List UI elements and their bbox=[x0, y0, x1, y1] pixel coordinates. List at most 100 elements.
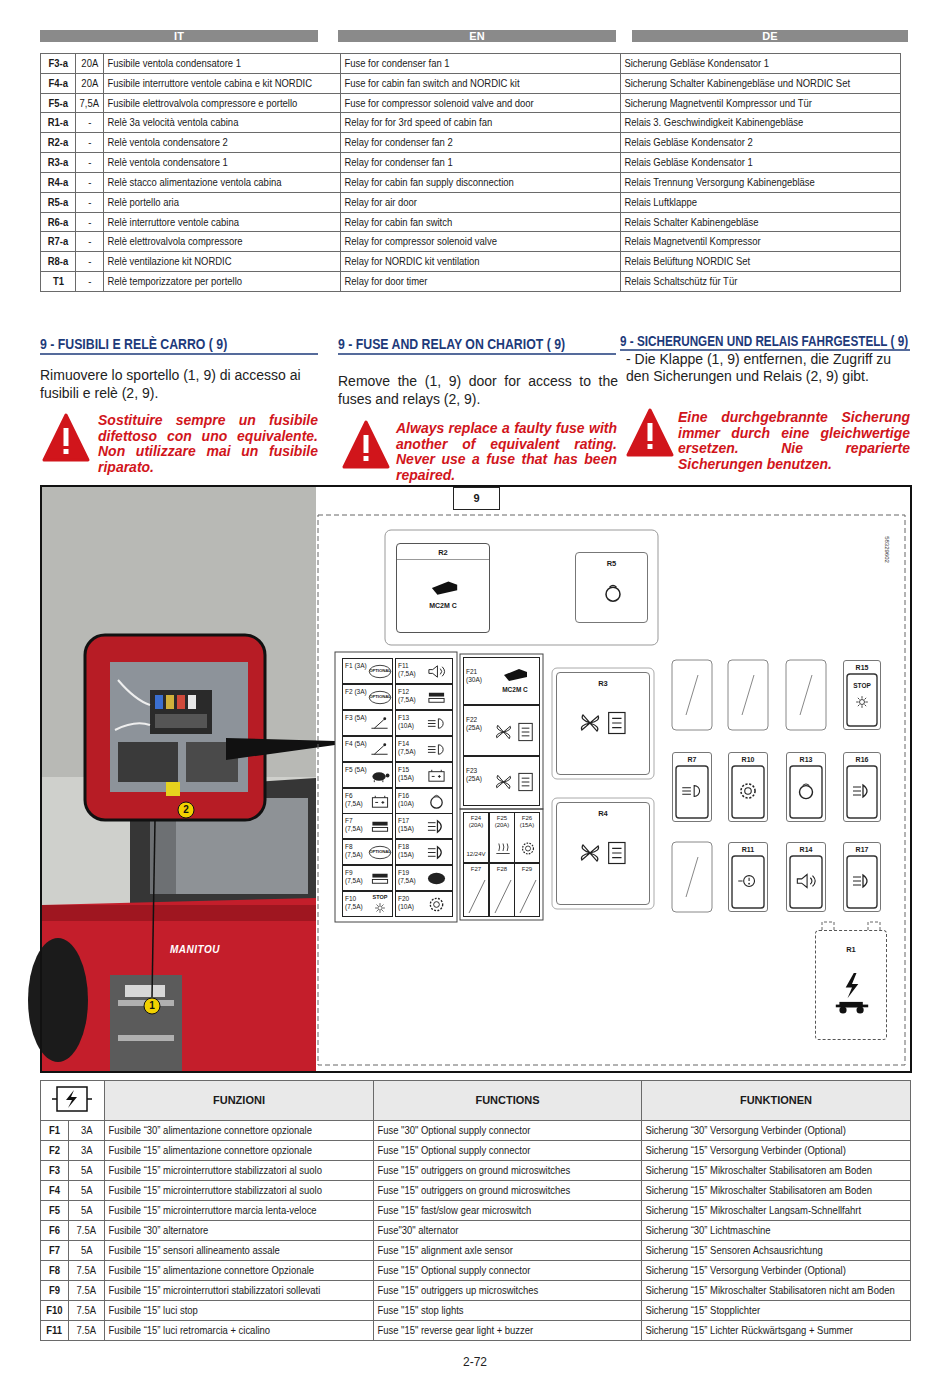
table-cell: T1 bbox=[40, 271, 76, 292]
table-cell: F10 bbox=[40, 1300, 69, 1321]
table-cell: Relais 3. Geschwindigkeit Kabinengebläse bbox=[620, 112, 901, 133]
relay-label: R11 bbox=[729, 845, 767, 854]
table-text: Relè portello aria bbox=[104, 193, 179, 212]
relay-slot: R5 bbox=[575, 552, 648, 623]
table-text: Relay for NORDIC kit ventilation bbox=[341, 252, 480, 271]
table-text: Sicherung “15” Versorgung Verbinder (Opt… bbox=[642, 1261, 846, 1280]
table-cell: Relay for for 3rd speed of cabin fan bbox=[340, 112, 621, 133]
relay-label: R17 bbox=[844, 845, 880, 854]
symbol-icon bbox=[793, 779, 819, 803]
table-cell: Relay for cabin fan switch bbox=[340, 212, 621, 232]
fuse-label: F15 (15A) bbox=[398, 766, 421, 781]
optional-mark: OPTIONAL bbox=[368, 659, 392, 682]
table-text: Relais Schaltschütz für Tür bbox=[621, 272, 737, 291]
table-text: Relè ventola condensatore 2 bbox=[104, 133, 228, 152]
table-cell: 7.5A bbox=[68, 1260, 105, 1281]
fuse-label: F11 (7,5A) bbox=[398, 662, 421, 677]
voltage-mark: 12/24V bbox=[464, 851, 488, 858]
stop-mark: STOP bbox=[368, 894, 392, 900]
relay-label: R4 bbox=[557, 809, 649, 818]
table-text: F7 bbox=[49, 1241, 60, 1260]
table-text: Fuse "15" outriggers on ground microswit… bbox=[374, 1161, 570, 1180]
relay-slot: R10 bbox=[728, 752, 768, 822]
table-cell: Fuse "15" outriggers on ground microswit… bbox=[373, 1180, 642, 1201]
optional-mark: OPTIONAL bbox=[368, 840, 392, 863]
relay-label: R1 bbox=[816, 945, 886, 954]
relay-frame bbox=[789, 855, 823, 909]
table-cell: F3 bbox=[40, 1160, 69, 1181]
fuse-slot: F29 bbox=[514, 863, 540, 917]
fuse-label: F17 (15A) bbox=[398, 817, 421, 832]
column-header: EN bbox=[338, 29, 616, 43]
table-text: R8-a bbox=[48, 252, 69, 271]
table-text: F4-a bbox=[48, 74, 67, 93]
table-text: R4-a bbox=[48, 173, 69, 192]
table-text: F5 bbox=[49, 1201, 60, 1220]
table-text: F5-a bbox=[48, 94, 67, 112]
symbol-icon bbox=[735, 869, 761, 893]
fuse-slot: F24 (20A)12/24V bbox=[463, 812, 489, 863]
table-text: Relay for cabin fan switch bbox=[341, 213, 452, 231]
relay-label: R2 bbox=[397, 548, 489, 557]
table-cell: Fuse "15" outriggers on ground microswit… bbox=[373, 1160, 642, 1181]
table-text: - bbox=[88, 193, 91, 212]
table-header-cell: FUNKTIONEN bbox=[641, 1080, 911, 1121]
relay-slot: R3 bbox=[556, 672, 650, 775]
symbol-icon bbox=[368, 817, 392, 836]
leader-lines bbox=[144, 738, 335, 1014]
table-cell: R5-a bbox=[40, 192, 76, 213]
symbol-icon bbox=[368, 792, 392, 811]
table-text: Fusibile interruttore ventole cabina e k… bbox=[104, 74, 312, 93]
relay-frame bbox=[846, 855, 878, 909]
table-text: 7.5A bbox=[77, 1281, 96, 1300]
table-header-text: FUNKTIONEN bbox=[740, 1094, 812, 1106]
fuse-slot: F18 (15A) bbox=[395, 839, 453, 865]
relay-frame bbox=[846, 765, 878, 819]
relay-frame bbox=[846, 673, 878, 727]
table-cell: Relè ventilazione kit NORDIC bbox=[103, 251, 341, 272]
table-cell: Sicherung Schalter Kabinengebläse und NO… bbox=[620, 73, 901, 94]
table-cell: 20A bbox=[75, 73, 104, 94]
table-cell: F1 bbox=[40, 1120, 69, 1141]
section-heading: 9 - FUSE AND RELAY ON CHARIOT ( 9) bbox=[338, 335, 565, 353]
symbol-icon bbox=[368, 740, 392, 759]
symbol-icon bbox=[421, 766, 452, 785]
table-cell: Fuse for compressor solenoid valve and d… bbox=[340, 93, 621, 113]
table-cell: F5-a bbox=[40, 93, 76, 113]
symbol-icon bbox=[852, 692, 872, 712]
table-text: - bbox=[88, 173, 91, 192]
fusebox-outlines bbox=[318, 515, 905, 1065]
table-cell: R4-a bbox=[40, 172, 76, 193]
table-cell: Relè ventola condensatore 2 bbox=[103, 132, 341, 153]
table-cell: 7.5A bbox=[68, 1300, 105, 1321]
table-text: Relay for air door bbox=[341, 193, 417, 212]
table-text: 5A bbox=[81, 1241, 93, 1260]
fuse-table-symbol bbox=[52, 1087, 92, 1111]
relay-frame bbox=[789, 765, 823, 819]
table-text: R5-a bbox=[48, 193, 69, 212]
symbol-icon bbox=[421, 688, 452, 707]
fuse-label: F3 (5A) bbox=[345, 714, 368, 722]
body-text: Remove the (1, 9) door for access to the… bbox=[338, 372, 618, 408]
table-text: Relais Belüftung NORDIC Set bbox=[621, 252, 750, 271]
fuse-slot: F12 (7,5A) bbox=[395, 684, 453, 710]
symbol-icon bbox=[492, 770, 538, 794]
table-cell: Sicherung “15” Mikroschalter Langsam-Sch… bbox=[641, 1200, 911, 1221]
table-text: 5A bbox=[81, 1181, 93, 1200]
table-text: Relay for condenser fan 1 bbox=[341, 153, 453, 172]
table-text: Fusibile “15” luci retromarcia + cicalin… bbox=[105, 1321, 270, 1340]
figure-number-box: 9 bbox=[453, 487, 500, 510]
table-cell: F4 bbox=[40, 1180, 69, 1201]
relay-label: R15 bbox=[844, 663, 880, 672]
table-text: - bbox=[88, 213, 91, 231]
table-cell: Sicherung “30” Lichtmaschine bbox=[641, 1220, 911, 1241]
relay-slot: R7 bbox=[672, 752, 712, 822]
table-cell: Sicherung “15” Mikroschalter Stabilisato… bbox=[641, 1180, 911, 1201]
fuse-label: F29 bbox=[515, 866, 539, 873]
fuse-slot: F27 bbox=[463, 863, 489, 917]
table-text: R6-a bbox=[48, 213, 69, 231]
table-cell: Fusibile interruttore ventole cabina e k… bbox=[103, 73, 341, 94]
table-text: Sicherung “30” Versorgung Verbinder (Opt… bbox=[642, 1121, 846, 1140]
relay-label: R10 bbox=[729, 755, 767, 764]
relay-label: R7 bbox=[673, 755, 711, 764]
